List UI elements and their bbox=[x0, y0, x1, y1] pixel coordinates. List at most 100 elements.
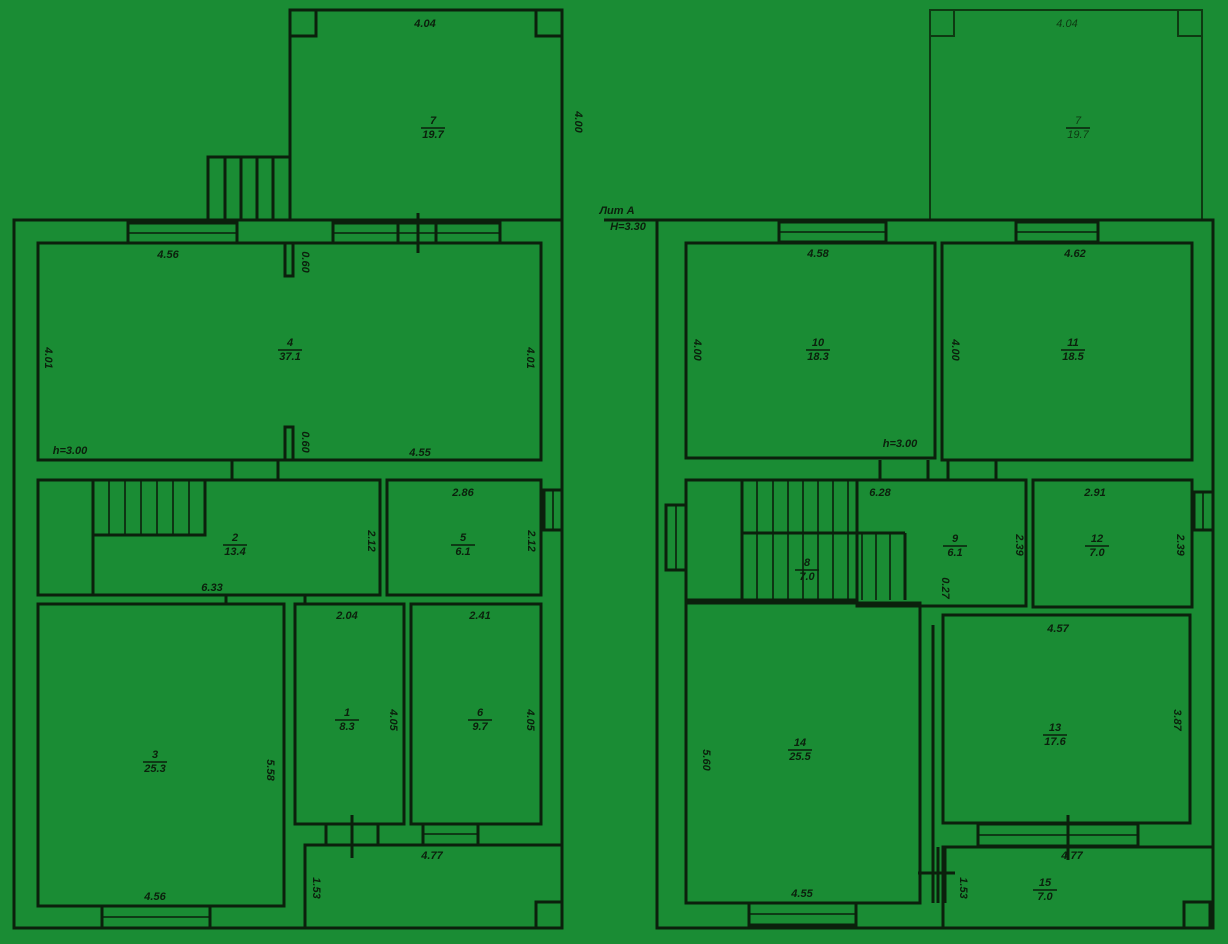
room-area: 19.7 bbox=[422, 129, 444, 141]
stairs bbox=[91, 478, 207, 595]
room-area: 25.5 bbox=[788, 751, 811, 763]
outer-wall bbox=[12, 218, 564, 930]
room-number: 2 bbox=[231, 532, 238, 544]
room-number: 7 bbox=[430, 115, 437, 127]
building-height-label: H=3.30 bbox=[610, 221, 647, 233]
outer-wall bbox=[655, 218, 1215, 930]
room-label-14: 14 25.5 bbox=[788, 737, 812, 763]
room-number: 6 bbox=[477, 707, 484, 719]
room-area: 25.3 bbox=[143, 763, 165, 775]
dimension-label: 0.27 bbox=[939, 577, 951, 599]
dimension-label: 1.53 bbox=[957, 877, 969, 898]
room-12 bbox=[1031, 478, 1194, 609]
column bbox=[929, 9, 955, 37]
dimension-label: 4.00 bbox=[949, 338, 961, 361]
room-area: 6.1 bbox=[455, 546, 470, 558]
dimension-label: 6.28 bbox=[869, 487, 891, 499]
dimension-label: 2.91 bbox=[1083, 487, 1105, 499]
dimension-label: 4.01 bbox=[42, 346, 54, 368]
room-area: 6.1 bbox=[947, 547, 962, 559]
room-label-2: 213.4 bbox=[223, 532, 247, 558]
room-area: 17.6 bbox=[1044, 736, 1066, 748]
porch-room-7 bbox=[929, 9, 1203, 221]
left-floor-plan: 719.7 437.1 213.4 56.1 325.3 18.3 69.7 4… bbox=[12, 8, 584, 930]
room-area: 9.7 bbox=[472, 721, 488, 733]
room-15 bbox=[941, 845, 1215, 930]
ceiling-height-label: h=3.00 bbox=[53, 445, 88, 457]
partition-stub bbox=[283, 425, 295, 462]
window bbox=[126, 221, 239, 245]
partition-stub bbox=[283, 241, 295, 278]
dimension-label: 1.53 bbox=[310, 877, 322, 898]
building-letter-label: Лит А bbox=[598, 205, 634, 217]
dimension-label: 4.77 bbox=[420, 850, 443, 862]
window bbox=[1014, 220, 1100, 244]
room-label-12: 127.0 bbox=[1085, 533, 1109, 559]
room-number: 12 bbox=[1091, 533, 1103, 545]
room-label-1: 18.3 bbox=[335, 707, 359, 733]
dimension-label: 4.62 bbox=[1063, 248, 1085, 260]
room-number: 9 bbox=[952, 533, 959, 545]
room-number: 8 bbox=[804, 557, 811, 569]
window bbox=[664, 503, 688, 572]
dimension-label: 2.41 bbox=[468, 610, 490, 622]
dimension-label: 0.60 bbox=[299, 251, 311, 273]
window bbox=[747, 901, 858, 927]
room-area: 13.4 bbox=[224, 546, 245, 558]
room-number: 14 bbox=[794, 737, 806, 749]
dimension-label: 4.55 bbox=[408, 447, 431, 459]
entry-steps bbox=[206, 155, 292, 222]
room-number: 15 bbox=[1039, 877, 1052, 889]
dimension-label: 4.05 bbox=[387, 708, 399, 731]
column bbox=[534, 8, 564, 38]
room-number: 5 bbox=[460, 532, 467, 544]
room-label-6: 69.7 bbox=[468, 707, 492, 733]
column bbox=[288, 8, 318, 38]
room-10 bbox=[684, 241, 937, 460]
room-3 bbox=[36, 602, 286, 908]
dimension-label: 4.56 bbox=[156, 249, 179, 261]
porch-room-7 bbox=[288, 8, 564, 222]
dimension-label: 2.12 bbox=[365, 529, 377, 551]
dimension-label: 2.39 bbox=[1013, 533, 1025, 556]
room-11 bbox=[940, 241, 1194, 462]
room-area: 8.3 bbox=[339, 721, 354, 733]
room-number: 7 bbox=[1075, 115, 1082, 127]
room-9 bbox=[855, 478, 1028, 608]
door bbox=[918, 847, 955, 903]
room-label-3: 325.3 bbox=[143, 749, 167, 775]
window bbox=[1192, 490, 1215, 532]
dimension-label: 5.58 bbox=[264, 759, 276, 781]
room-number: 4 bbox=[286, 337, 293, 349]
room-label-5: 56.1 bbox=[451, 532, 475, 558]
room-label-13: 13 17.6 bbox=[1043, 722, 1067, 748]
dimension-label: 4.05 bbox=[524, 708, 536, 731]
room-number: 13 bbox=[1049, 722, 1061, 734]
dimension-label: 2.86 bbox=[451, 487, 474, 499]
room-13 bbox=[941, 613, 1192, 825]
room-label-8: 87.0 bbox=[795, 557, 819, 583]
dimension-label: 6.33 bbox=[201, 582, 222, 594]
dimension-label: 2.39 bbox=[1174, 533, 1186, 556]
dimension-label: 4.58 bbox=[806, 248, 829, 260]
room-area: 7.0 bbox=[799, 571, 815, 583]
room-label-7: 719.7 bbox=[421, 115, 445, 141]
room-area: 18.3 bbox=[807, 351, 828, 363]
room-label-4: 437.1 bbox=[278, 337, 302, 363]
room-area: 7.0 bbox=[1037, 891, 1053, 903]
room-2 bbox=[36, 478, 382, 597]
room-area: 19.7 bbox=[1067, 129, 1089, 141]
dimension-label: 3.87 bbox=[1171, 709, 1183, 731]
room-number: 11 bbox=[1067, 337, 1078, 349]
dimension-label: 2.04 bbox=[335, 610, 357, 622]
dimension-label: 4.00 bbox=[691, 338, 703, 361]
room-label-15: 157.0 bbox=[1033, 877, 1057, 903]
room-number: 3 bbox=[152, 749, 158, 761]
dimension-label: 0.60 bbox=[299, 431, 311, 453]
dimension-label: 4.77 bbox=[1060, 850, 1083, 862]
dimension-label: 4.04 bbox=[1056, 18, 1077, 30]
window bbox=[542, 488, 564, 532]
room-area: 18.5 bbox=[1062, 351, 1084, 363]
